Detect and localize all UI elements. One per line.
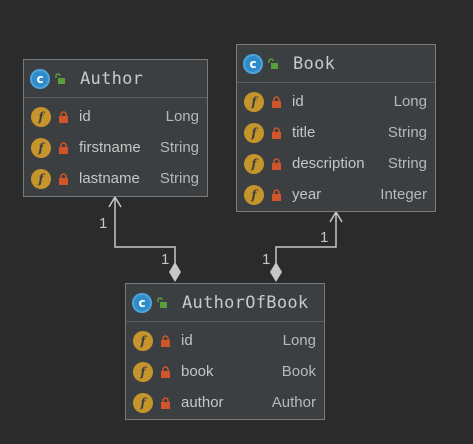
field-type: String [387,124,427,141]
field-row[interactable]: f description String [237,148,435,179]
field-row[interactable]: f firstname String [24,132,207,163]
field-type: Book [281,363,316,380]
field-row[interactable]: f book Book [126,356,324,387]
class-header: c Author [24,60,207,98]
class-header: c Book [237,45,435,83]
connector-line-author [114,197,176,263]
class-name: Author [80,68,144,89]
field-icon: f [31,168,51,189]
arrowhead-book [329,210,343,223]
private-lock-icon [161,396,170,409]
field-name: book [181,363,214,380]
connector-line-book [275,212,337,263]
field-icon: f [133,392,153,413]
private-lock-icon [272,188,281,201]
field-row[interactable]: f id Long [24,101,207,132]
field-type: String [387,155,427,172]
field-name: id [292,93,304,110]
class-icon: c [132,292,152,313]
class-header: c AuthorOfBook [126,284,324,322]
field-icon: f [244,122,264,143]
field-type: Long [393,93,427,110]
composition-diamond-book [270,262,282,282]
private-lock-icon [59,172,68,185]
field-icon: f [31,137,51,158]
field-icon: f [244,91,264,112]
field-icon: f [244,184,264,205]
private-lock-icon [59,110,68,123]
field-list: f id Long f firstname String f [24,98,207,194]
class-box-book[interactable]: c Book f id Long f [236,44,436,212]
field-icon: f [133,330,153,351]
field-name: title [292,124,316,141]
private-lock-icon [272,126,281,139]
relation-book-authorofbook[interactable] [270,210,343,282]
field-row[interactable]: f title String [237,117,435,148]
class-icon: c [30,68,50,89]
class-icon: c [243,53,263,74]
composition-diamond-author [169,262,181,282]
field-row[interactable]: f id Long [126,325,324,356]
field-type: String [159,170,199,187]
field-type: Integer [380,186,427,203]
private-lock-icon [161,334,170,347]
field-type: Long [165,108,199,125]
private-lock-icon [59,141,68,154]
multiplicity-authorofbook-author-end: 1 [161,251,170,268]
class-box-author[interactable]: c Author f id Long f [23,59,208,197]
field-icon: f [31,106,51,127]
arrowhead-author [108,195,122,208]
class-name: Book [293,53,336,74]
public-visibility-icon [157,296,167,308]
private-lock-icon [161,365,170,378]
public-visibility-icon [268,57,278,69]
field-row[interactable]: f author Author [126,387,324,418]
field-list: f id Long f book Book f [126,322,324,418]
field-icon: f [133,361,153,382]
field-row[interactable]: f year Integer [237,179,435,210]
public-visibility-icon [55,72,65,84]
relation-author-authorofbook[interactable] [108,195,181,282]
private-lock-icon [272,95,281,108]
multiplicity-book-end: 1 [320,229,329,246]
field-name: lastname [79,170,140,187]
field-name: year [292,186,322,203]
field-name: author [181,394,224,411]
multiplicity-authorofbook-book-end: 1 [262,251,271,268]
field-name: id [181,332,193,349]
field-name: id [79,108,91,125]
field-name: firstname [79,139,141,156]
field-icon: f [244,153,264,174]
field-type: String [159,139,199,156]
field-type: Long [282,332,316,349]
class-name: AuthorOfBook [182,292,309,313]
field-row[interactable]: f id Long [237,86,435,117]
private-lock-icon [272,157,281,170]
field-row[interactable]: f lastname String [24,163,207,194]
field-list: f id Long f title String f [237,83,435,210]
field-type: Author [271,394,316,411]
multiplicity-author-end: 1 [99,215,108,232]
field-name: description [292,155,365,172]
class-box-authorofbook[interactable]: c AuthorOfBook f id Long f [125,283,325,420]
